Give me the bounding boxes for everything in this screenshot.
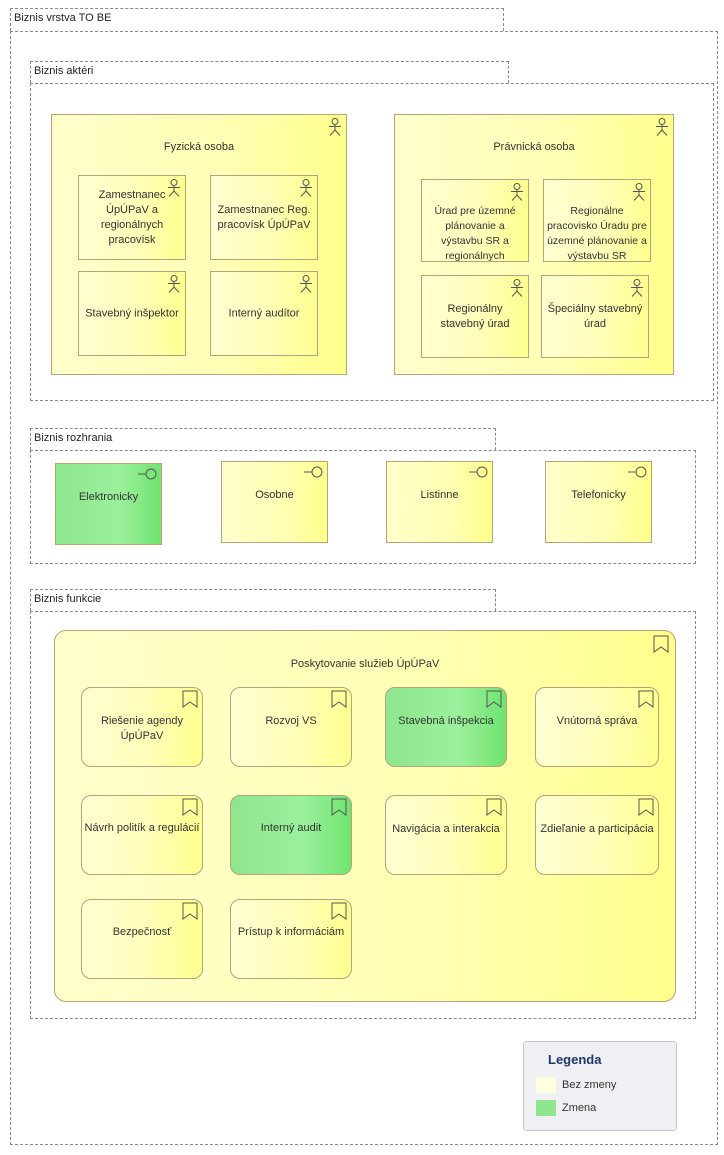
actor-icon bbox=[511, 183, 523, 201]
interface-label: Telefonicky bbox=[571, 489, 626, 501]
actor-fyzicka-title: Fyzická osoba bbox=[163, 141, 235, 153]
actor-icon bbox=[329, 118, 341, 136]
function-zdielanie-participacia[interactable]: Zdieľanie a participácia bbox=[535, 795, 659, 875]
function-label: Stavebná inšpekcia bbox=[398, 715, 494, 727]
function-vnutorna-sprava[interactable]: Vnútorná správa bbox=[535, 687, 659, 767]
function-label: Prístup k informáciám bbox=[237, 926, 345, 938]
actor-label: Zamestnanec ÚpÚPaV a regionálnych pracov… bbox=[98, 188, 166, 246]
interface-listinne[interactable]: Listinne bbox=[386, 461, 493, 543]
actor-zamestnanec-reg[interactable]: Zamestnanec Reg. pracovísk ÚpÚPaV bbox=[210, 175, 318, 260]
function-label: Vnútorná správa bbox=[556, 715, 638, 727]
actor-label: Úrad pre územné plánovanie a výstavbu SR… bbox=[434, 205, 516, 262]
actor-icon bbox=[631, 279, 643, 297]
interface-icon bbox=[469, 466, 488, 478]
bookmark-icon bbox=[653, 635, 669, 653]
actor-icon bbox=[168, 179, 180, 197]
bookmark-icon bbox=[182, 690, 198, 708]
function-navrh-politik[interactable]: Návrh politík a regulácií bbox=[81, 795, 203, 875]
function-interny-audit[interactable]: Interný audit bbox=[230, 795, 352, 875]
actor-regionalny-stavebny-urad[interactable]: Regionálny stavebný úrad bbox=[421, 275, 529, 358]
functions-group-frame bbox=[30, 611, 696, 1019]
actor-regionalne-pracovisko[interactable]: Regionálne pracovisko Úradu pre územné p… bbox=[543, 179, 651, 262]
interfaces-group-tab: Biznis rozhrania bbox=[30, 428, 496, 450]
bookmark-icon bbox=[486, 690, 502, 708]
function-label: Navigácia a interakcia bbox=[392, 823, 500, 835]
interface-label: Listinne bbox=[420, 489, 459, 501]
legend-title: Legenda bbox=[548, 1052, 602, 1067]
interfaces-group-title: Biznis rozhrania bbox=[34, 432, 113, 444]
legend-label: Bez zmeny bbox=[562, 1079, 617, 1091]
function-container-title: Poskytovanie služieb ÚpÚPaV bbox=[290, 658, 440, 670]
function-stavebna-inspekcia[interactable]: Stavebná inšpekcia bbox=[385, 687, 507, 767]
actors-group-tab: Biznis aktéri bbox=[30, 61, 509, 83]
interface-icon bbox=[138, 468, 157, 480]
function-navigacia-interakcia[interactable]: Navigácia a interakcia bbox=[385, 795, 507, 875]
bookmark-icon bbox=[331, 798, 347, 816]
actor-zamestnanec-upupav[interactable]: Zamestnanec ÚpÚPaV a regionálnych pracov… bbox=[78, 175, 186, 260]
function-pristup-k-informaciam[interactable]: Prístup k informáciám bbox=[230, 899, 352, 979]
actor-label: Zamestnanec Reg. pracovísk ÚpÚPaV bbox=[217, 203, 311, 231]
interface-telefonicky[interactable]: Telefonicky bbox=[545, 461, 652, 543]
function-riesenie-agendy[interactable]: Riešenie agendy ÚpÚPaV bbox=[81, 687, 203, 767]
actor-icon bbox=[300, 179, 312, 197]
interface-icon bbox=[628, 466, 647, 478]
actor-icon bbox=[300, 275, 312, 293]
bookmark-icon bbox=[182, 798, 198, 816]
actor-stavebny-inspektor[interactable]: Stavebný inšpektor bbox=[78, 271, 186, 356]
actor-label: Stavebný inšpektor bbox=[85, 307, 179, 319]
function-label: Bezpečnosť bbox=[112, 926, 172, 938]
actor-specialny-stavebny-urad[interactable]: Špeciálny stavebný úrad bbox=[541, 275, 649, 358]
bookmark-icon bbox=[182, 902, 198, 920]
bookmark-icon bbox=[486, 798, 502, 816]
actor-icon bbox=[168, 275, 180, 293]
legend-swatch-bez-zmeny bbox=[536, 1077, 556, 1093]
legend-label: Zmena bbox=[562, 1102, 597, 1114]
interfaces-group-frame bbox=[30, 450, 696, 564]
actor-pravnicka-osoba[interactable]: Právnická osoba Úrad pre územné plánovan… bbox=[394, 114, 674, 375]
legend-swatch-zmena bbox=[536, 1100, 556, 1116]
actor-icon bbox=[511, 279, 523, 297]
actor-fyzicka-osoba[interactable]: Fyzická osoba Zamestnanec ÚpÚPaV a regio… bbox=[51, 114, 347, 375]
function-bezpecnost[interactable]: Bezpečnosť bbox=[81, 899, 203, 979]
outer-layer-title: Biznis vrstva TO BE bbox=[14, 12, 112, 24]
interface-osobne[interactable]: Osobne bbox=[221, 461, 328, 543]
bookmark-icon bbox=[638, 798, 654, 816]
actors-group-title: Biznis aktéri bbox=[34, 65, 94, 77]
functions-group-tab: Biznis funkcie bbox=[30, 589, 496, 611]
functions-group-title: Biznis funkcie bbox=[34, 593, 102, 605]
actor-label: Regionálne pracovisko Úradu pre územné p… bbox=[547, 205, 647, 262]
function-label: Rozvoj VS bbox=[265, 715, 317, 727]
interface-elektronicky[interactable]: Elektronicky bbox=[55, 463, 162, 545]
actor-icon bbox=[633, 183, 645, 201]
outer-layer-tab: Biznis vrstva TO BE bbox=[10, 8, 504, 31]
actor-label: Interný audítor bbox=[228, 307, 300, 319]
actor-label: Regionálny stavebný úrad bbox=[440, 302, 510, 330]
function-label: Riešenie agendy ÚpÚPaV bbox=[101, 715, 183, 742]
actor-interny-auditor[interactable]: Interný audítor bbox=[210, 271, 318, 356]
legend: Legenda Bez zmeny Zmena bbox=[523, 1041, 677, 1131]
interface-label: Elektronicky bbox=[78, 491, 139, 503]
interface-label: Osobne bbox=[255, 489, 294, 501]
function-label: Interný audit bbox=[260, 822, 322, 834]
function-rozvoj-vs[interactable]: Rozvoj VS bbox=[230, 687, 352, 767]
function-poskytovanie-sluzieb[interactable]: Poskytovanie služieb ÚpÚPaV Riešenie age… bbox=[54, 630, 676, 1002]
outer-layer-frame bbox=[10, 31, 718, 1145]
actor-urad-upupav[interactable]: Úrad pre územné plánovanie a výstavbu SR… bbox=[421, 179, 529, 262]
actor-label: Špeciálny stavebný úrad bbox=[547, 302, 643, 330]
interface-icon bbox=[304, 466, 323, 478]
function-label: Návrh politík a regulácií bbox=[84, 822, 200, 834]
bookmark-icon bbox=[331, 902, 347, 920]
actors-group-frame bbox=[30, 83, 714, 401]
bookmark-icon bbox=[331, 690, 347, 708]
function-label: Zdieľanie a participácia bbox=[540, 823, 654, 835]
actor-pravnicka-title: Právnická osoba bbox=[493, 141, 575, 153]
actor-icon bbox=[656, 118, 668, 136]
bookmark-icon bbox=[638, 690, 654, 708]
